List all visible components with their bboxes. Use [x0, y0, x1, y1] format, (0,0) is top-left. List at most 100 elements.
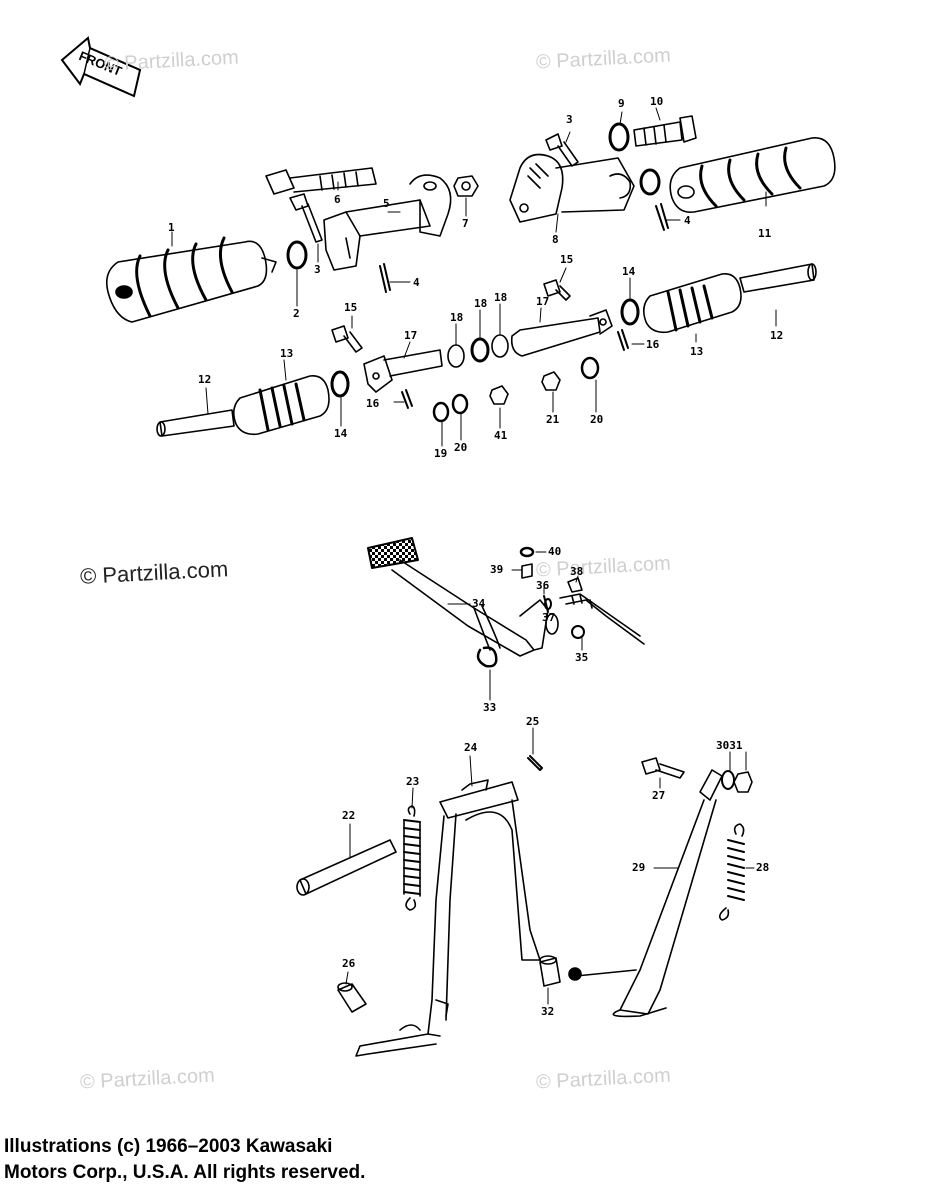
cotter-pin-16-left: [401, 389, 413, 409]
spacer-18-b: [470, 337, 490, 363]
callout-18-c: 18: [494, 291, 508, 304]
callout-6: 6: [334, 193, 341, 206]
callout-29: 29: [632, 861, 646, 874]
copyright-line-1: Illustrations (c) 1966–2003 Kawasaki: [4, 1136, 333, 1157]
nut-7: [453, 175, 479, 197]
callout-21: 21: [546, 413, 560, 426]
nut-41: [489, 385, 509, 405]
callout-36: 36: [536, 579, 550, 592]
pivot-pin-12-left: [156, 409, 235, 437]
callout-32: 32: [541, 1005, 555, 1018]
callout-39: 39: [490, 563, 504, 576]
callout-25: 25: [526, 715, 540, 728]
callout-38: 38: [570, 565, 584, 578]
callout-35: 35: [575, 651, 589, 664]
cotter-pin-4-left: [379, 263, 391, 293]
washer-right-upper: [639, 168, 661, 196]
callout-37: 37: [542, 611, 556, 624]
callout-9: 9: [618, 97, 625, 110]
washer-37: [544, 598, 552, 610]
callout-15-left: 15: [344, 301, 358, 314]
callout-40: 40: [548, 545, 562, 558]
side-stand-29: [568, 769, 723, 1018]
callout-28: 28: [756, 861, 770, 874]
callout-20-left: 20: [454, 441, 468, 454]
callout-18-a: 18: [450, 311, 464, 324]
callout-33: 33: [483, 701, 497, 714]
callout-3-right: 3: [566, 113, 573, 126]
washer-14-left: [330, 370, 350, 398]
callout-4-left: 4: [413, 276, 420, 289]
bolt-39: [521, 563, 533, 579]
callout-1: 1: [168, 221, 175, 234]
callout-18-b: 18: [474, 297, 488, 310]
nut-21: [541, 371, 561, 391]
callout-17-left: 17: [404, 329, 418, 342]
copyright-line-2: Motors Corp., U.S.A. All rights reserved…: [4, 1162, 366, 1183]
bolt-15-left: [331, 325, 363, 353]
callout-3-left: 3: [314, 263, 321, 276]
washer-19: [432, 401, 450, 423]
washer-20-left: [451, 393, 469, 415]
bolt-6: [265, 167, 377, 195]
stand-rubber-32: [539, 955, 561, 987]
callout-2: 2: [293, 307, 300, 320]
callout-16-left: 16: [366, 397, 380, 410]
footpeg-rubber-rear-right: [642, 272, 742, 334]
spring-23: [403, 805, 421, 911]
callout-16-right: 16: [646, 338, 660, 351]
washer-30: [721, 770, 735, 790]
callout-11: 11: [758, 227, 772, 240]
callout-13-right: 13: [690, 345, 704, 358]
washer-20-right: [580, 356, 600, 380]
callout-7: 7: [462, 217, 469, 230]
callout-34: 34: [472, 597, 486, 610]
callout-13-left: 13: [280, 347, 294, 360]
footpeg-rubber-front-right: [669, 137, 836, 214]
callout-3031: 3031: [716, 739, 743, 752]
callout-17-right: 17: [536, 295, 550, 308]
bolt-15-right: [543, 279, 571, 301]
washer-40: [519, 546, 535, 558]
spring-clip-33: [476, 646, 498, 668]
front-arrow-icon: [60, 36, 142, 98]
washer-2: [286, 240, 308, 270]
shaft-22: [296, 839, 397, 896]
callout-24: 24: [464, 741, 478, 754]
footpeg-bracket-8: [509, 153, 635, 223]
bolt-38: [567, 577, 583, 593]
callout-15-right: 15: [560, 253, 574, 266]
callout-19: 19: [434, 447, 448, 460]
callout-5: 5: [383, 197, 390, 210]
cotter-pin-16-right: [617, 329, 629, 351]
center-stand-24: [355, 779, 541, 1057]
callout-23: 23: [406, 775, 420, 788]
callout-27: 27: [652, 789, 666, 802]
bolt-10: [633, 115, 697, 147]
callout-12-left: 12: [198, 373, 212, 386]
bolt-27: [641, 757, 685, 779]
rear-bracket-17-right: [510, 309, 613, 357]
stand-rubber-26: [337, 982, 367, 1013]
footpeg-bracket-5: [323, 174, 452, 271]
callout-20-right: 20: [590, 413, 604, 426]
washer-9: [608, 122, 630, 152]
footpeg-rubber-rear-left: [232, 374, 330, 436]
nut-31: [733, 771, 753, 793]
spacer-18-a: [447, 344, 465, 368]
bolt-3-right: [545, 133, 579, 167]
rear-bracket-17-left: [363, 349, 443, 393]
callout-10: 10: [650, 95, 664, 108]
callout-14-right: 14: [622, 265, 636, 278]
pin-25: [527, 755, 543, 771]
footpeg-rubber-front-left: [105, 236, 277, 323]
callout-26: 26: [342, 957, 356, 970]
spacer-18-c: [491, 334, 509, 358]
pivot-pin-12-right: [739, 263, 817, 293]
washer-14-right: [620, 298, 640, 326]
callout-8: 8: [552, 233, 559, 246]
cotter-pin-4-right: [655, 203, 669, 231]
brake-rod-assembly: [559, 593, 645, 645]
callout-12-right: 12: [770, 329, 784, 342]
